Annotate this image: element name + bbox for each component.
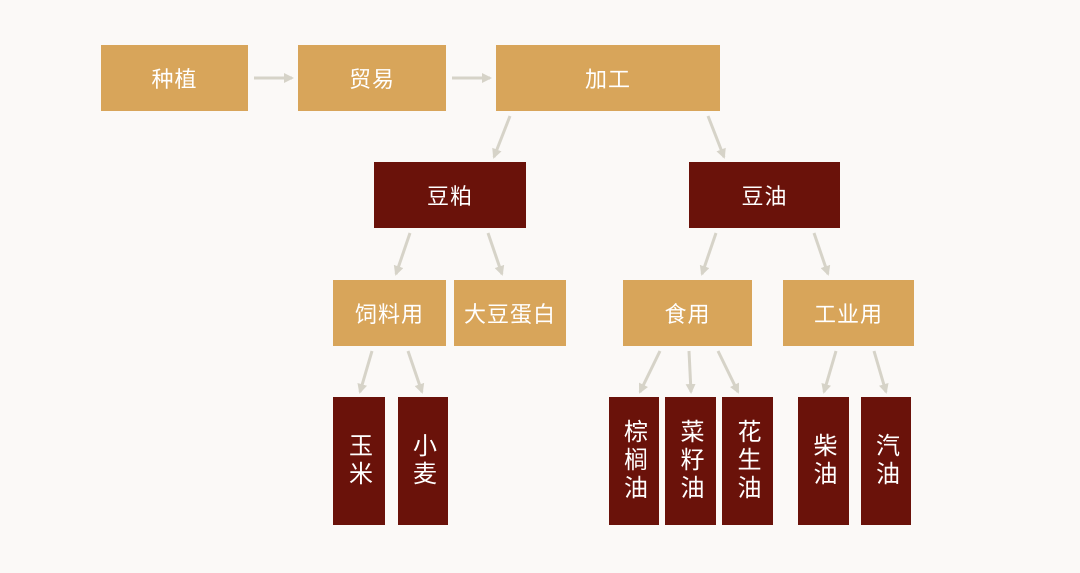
arrow-industrial-to-diesel — [821, 350, 838, 394]
node-soy-protein: 大豆蛋白 — [454, 280, 566, 346]
arrow-edible-to-peanut — [716, 350, 740, 394]
arrow-oil-to-edible — [699, 232, 718, 276]
node-planting: 种植 — [101, 45, 248, 111]
node-soybean-meal: 豆粕 — [374, 162, 526, 228]
node-corn: 玉米 — [333, 397, 385, 525]
node-palm-oil: 棕榈油 — [609, 397, 659, 525]
arrow-industrial-to-gasoline — [872, 350, 889, 394]
arrow-processing-to-meal — [492, 115, 512, 159]
node-feed-use: 饲料用 — [333, 280, 446, 346]
node-edible-use: 食用 — [623, 280, 752, 346]
node-wheat: 小麦 — [398, 397, 448, 525]
node-gasoline: 汽油 — [861, 397, 911, 525]
node-soybean-oil: 豆油 — [689, 162, 840, 228]
node-diesel: 柴油 — [798, 397, 849, 525]
node-industrial-use: 工业用 — [783, 280, 914, 346]
node-processing: 加工 — [496, 45, 720, 111]
node-peanut-oil: 花生油 — [722, 397, 773, 525]
arrow-edible-to-rapeseed — [685, 350, 696, 394]
arrow-oil-to-industrial — [812, 232, 831, 276]
arrow-meal-to-protein — [486, 232, 505, 276]
arrow-meal-to-feed — [393, 232, 412, 276]
arrow-feed-to-corn — [357, 350, 374, 394]
arrow-processing-to-oil — [706, 115, 726, 159]
arrow-edible-to-palm — [638, 350, 662, 394]
node-rapeseed-oil: 菜籽油 — [665, 397, 716, 525]
arrow-feed-to-wheat — [406, 350, 425, 394]
node-trade: 贸易 — [298, 45, 446, 111]
